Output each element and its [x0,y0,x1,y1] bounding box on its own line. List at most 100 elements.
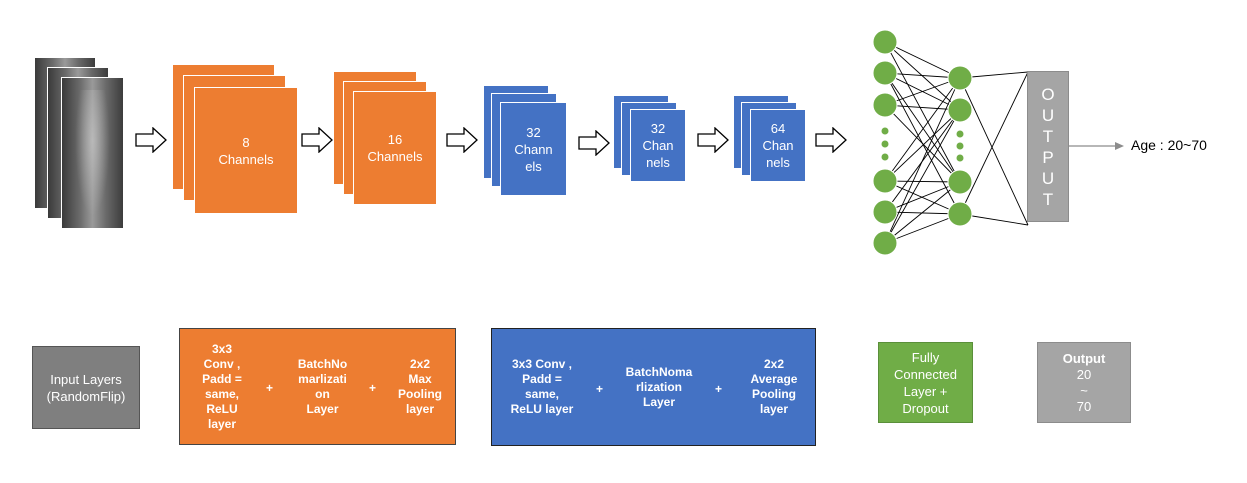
fully-connected-network [872,29,1029,256]
feature-map-card [194,87,298,214]
legend-blue-conv-block: 3x3 Conv , Padd = same, ReLU layer + Bat… [491,328,816,446]
neuron-node-icon [872,168,898,194]
legend-text-line: 3x3 Conv , [511,357,573,371]
legend-plus: + [369,381,377,395]
legend-text-line: Padd = [202,371,242,386]
neuron-node-icon [872,92,898,118]
legend-text-line: layer [207,416,237,431]
arrow-icon-1 [135,127,167,153]
legend-text-line: ReLU [206,401,238,416]
legend-text-line: same, [204,386,240,401]
block-channel-count: 32 [650,121,666,136]
legend-text-line: ReLU layer [510,402,574,416]
block-label: 32 Chann els [500,102,567,196]
block-channel-word-b: nels [766,155,790,170]
legend-conv-relu: 3x3 Conv , Padd = same, ReLU layer [198,329,246,444]
neuron-node-icon [947,65,973,91]
output-age-label: Age : 20~70 [1131,137,1207,153]
block-channel-word: Channels [218,151,274,167]
legend-text-line: Layer + [903,383,948,399]
legend-text-line: Pooling [398,386,442,401]
block-label: 16 Channels [353,91,437,205]
legend-text-line: Connected [894,366,957,382]
legend-text-line: Padd = [522,372,562,386]
output-letter: O [1041,84,1055,104]
legend-text-line: same, [524,387,560,401]
block-channel-count: 32 [526,124,541,140]
legend-text-line: marlizati [298,371,347,386]
block-channel-count: 8 [242,134,250,150]
feature-map-card [750,109,806,182]
arrow-icon-5 [697,127,729,153]
block-channel-word-a: Chan [642,138,674,153]
legend-output-line: 70 [1076,398,1092,414]
legend-text-line: on [315,386,330,401]
legend-text-line: Dropout [902,400,949,416]
output-letter: U [1041,105,1055,125]
feature-map-card [630,109,686,182]
legend-text-line: Layer [642,394,676,409]
legend-orange-conv-block: 3x3 Conv , Padd = same, ReLU layer + Bat… [179,328,456,445]
output-letter: T [1042,189,1054,209]
arrow-icon-3 [446,127,478,153]
xray-image-front [61,77,124,229]
legend-text-line: Pooling [752,387,796,401]
ellipsis-dots-icon [881,127,964,162]
legend-text-line: Fully [911,349,940,365]
block-channel-count: 16 [387,132,403,147]
arrow-icon-2 [301,127,333,153]
legend-text-line: layer [405,401,435,416]
legend-input-layers: Input Layers (RandomFlip) [32,346,140,429]
block-label: 32 Chan nels [630,109,686,182]
feature-map-card [353,91,437,205]
output-box: O U T P U T [1027,71,1069,222]
legend-input-line2: (RandomFlip) [46,388,126,404]
arrow-icon-6 [815,127,847,153]
legend-average-pooling: 2x2 Average Pooling layer [738,329,810,445]
legend-text-line: BatchNo [297,356,348,371]
legend-output-title: Output [1062,350,1106,366]
neuron-node-icon [872,199,898,225]
legend-text-line: BatchNoma [625,364,693,379]
neuron-node-icon [947,169,973,195]
neuron-node-icon [947,201,973,227]
legend-text-line: 2x2 [409,356,431,371]
block-channel-word-a: Chan [762,138,794,153]
legend-output-line: 20 [1076,366,1092,382]
block-label: 64 Chan nels [750,109,806,182]
output-arrow-icon [1069,142,1124,150]
legend-plus: + [266,381,274,395]
legend-text-line: rlization [635,379,682,394]
legend-input-line1: Input Layers [50,371,122,387]
legend-text-line: layer [759,402,789,416]
network-nodes [872,29,973,256]
block-channel-word-a: Chann [514,141,553,157]
neuron-node-icon [872,230,898,256]
legend-plus: + [715,382,723,396]
arrow-icon-4 [578,130,610,156]
legend-output-line: ~ [1080,382,1088,398]
output-letter: U [1041,168,1055,188]
block-channel-word: Channels [367,149,423,164]
legend-text-line: Conv , [203,356,241,371]
block-label: 8 Channels [194,87,298,214]
legend-max-pooling: 2x2 Max Pooling layer [388,329,452,444]
neuron-node-icon [947,97,973,123]
neuron-node-icon [872,29,898,55]
feature-map-card [500,102,567,196]
output-letter: P [1042,147,1054,167]
neuron-node-icon [872,60,898,86]
legend-fully-connected: Fully Connected Layer + Dropout [878,342,973,423]
legend-plus: + [596,382,604,396]
legend-text-line: Average [750,372,798,386]
legend-text-line: Layer [306,401,339,416]
legend-batchnorm: BatchNo marlizati on Layer [290,329,355,444]
legend-text-line: Max [408,371,432,386]
legend-text-line: 3x3 [211,341,233,356]
legend-text-line: 2x2 [763,357,785,371]
block-channel-word-b: nels [646,155,670,170]
legend-output: Output 20 ~ 70 [1037,342,1131,423]
block-channel-word-b: els [525,158,542,174]
legend-conv-relu: 3x3 Conv , Padd = same, ReLU layer [502,329,582,445]
output-letter: T [1042,126,1054,146]
